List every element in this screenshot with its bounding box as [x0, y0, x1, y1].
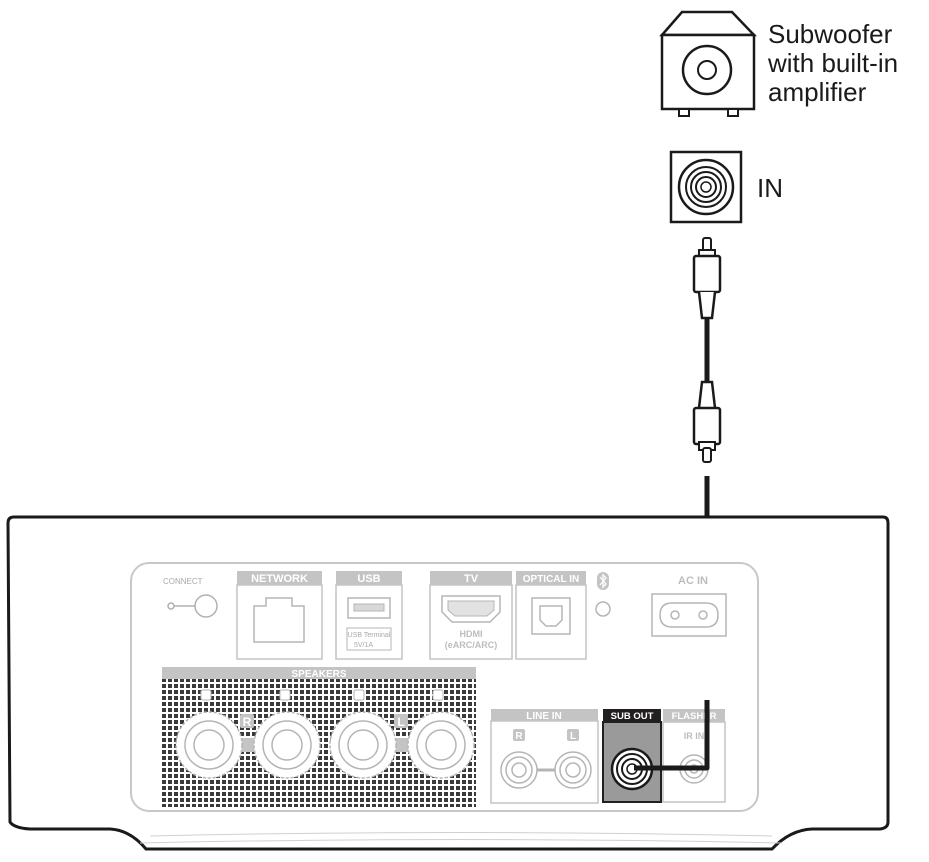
sub-out-label: SUB OUT — [611, 711, 654, 722]
network-label: NETWORK — [251, 573, 308, 585]
speaker-terminal-r-minus — [253, 711, 321, 779]
hdmi-port-icon — [429, 584, 513, 660]
sub-out-jack-icon — [602, 721, 662, 803]
usb-port-icon — [335, 584, 403, 660]
usb-terminal-label: USB Terminal — [348, 632, 391, 639]
line-in-l-label: L — [570, 731, 576, 742]
line-in-label: LINE IN — [526, 711, 562, 722]
speaker-terminal-r-plus — [175, 711, 243, 779]
speaker-l-label: L — [397, 715, 404, 729]
connect-button-icon — [167, 594, 218, 618]
optical-tag — [516, 571, 586, 585]
usb-label: USB — [357, 573, 380, 585]
ac-in-label: AC IN — [678, 575, 708, 587]
tv-label: TV — [464, 573, 479, 585]
bluetooth-icon — [595, 572, 611, 617]
connect-label: CONNECT — [163, 577, 203, 586]
ir-in-label: IR IN — [684, 731, 705, 741]
tv-tag — [430, 571, 512, 585]
ac-inlet-icon — [651, 593, 727, 637]
speaker-r-label: R — [243, 715, 252, 729]
subwoofer-label-line3: amplifier — [768, 77, 867, 107]
in-jack-icon — [669, 150, 743, 224]
speaker-terminal-l-minus — [407, 711, 475, 779]
sub-out-tag — [603, 709, 661, 722]
usb-power-label: 5V/1A — [354, 642, 373, 649]
optical-port-icon — [515, 584, 587, 660]
subwoofer-label-line2: with built-in — [767, 48, 898, 78]
hdmi-label: HDMI — [460, 629, 483, 639]
in-jack-label: IN — [757, 173, 783, 203]
network-tag — [237, 571, 322, 585]
subwoofer-label-line1: Subwoofer — [768, 19, 893, 49]
line-in-r-label: R — [515, 731, 523, 742]
hdmi-arc-label: (eARC/ARC) — [445, 640, 498, 650]
speaker-terminals — [175, 689, 475, 779]
ethernet-port-icon — [236, 584, 323, 660]
optical-label: OPTICAL IN — [523, 574, 579, 585]
speakers-label: SPEAKERS — [291, 669, 346, 680]
line-in-tag — [491, 709, 598, 721]
usb-tag — [336, 571, 402, 585]
line-in-jacks-icon — [490, 720, 599, 804]
cable-to-sub-out — [634, 700, 710, 771]
subwoofer-icon — [659, 10, 757, 117]
speakers-tag — [162, 667, 476, 679]
speaker-terminal-l-plus — [329, 711, 397, 779]
flasher-label: FLASHER — [672, 711, 717, 722]
